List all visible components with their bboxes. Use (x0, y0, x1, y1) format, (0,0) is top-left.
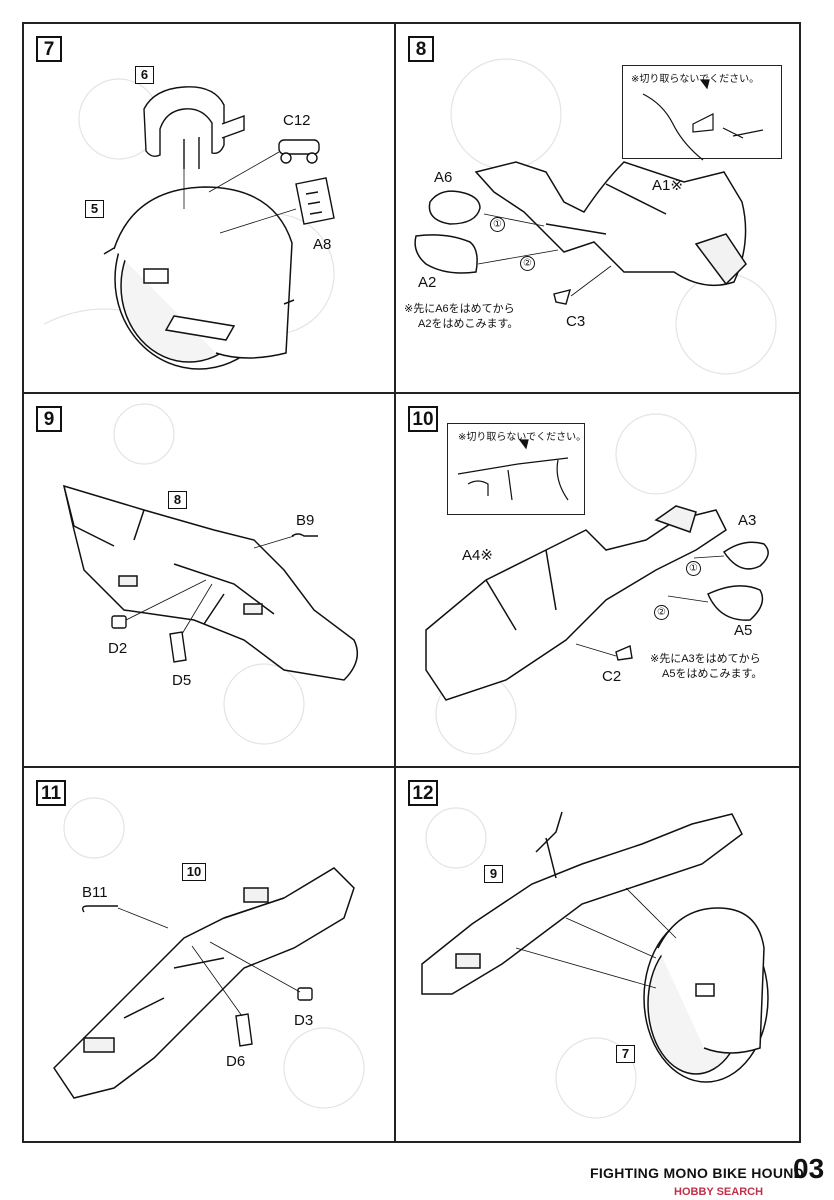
step-9-illustration (62, 403, 359, 745)
step-8-inset-drawing (642, 79, 764, 161)
part-label-c12: C12 (283, 112, 311, 129)
part-label-b9: B9 (296, 512, 315, 529)
step-10-note-line2: A5をはめこみます。 (662, 668, 763, 680)
step-7-panel: 7 6 5 C12 A8 (24, 24, 394, 392)
step-10-note-line1: ※先にA3をはめてから (650, 653, 761, 665)
step-7-number: 7 (36, 36, 62, 62)
panel-divider-row2 (22, 766, 801, 768)
panel-divider-vertical (394, 22, 396, 1143)
step-9-number: 9 (36, 406, 62, 432)
part-label-d2: D2 (108, 640, 128, 657)
step-7-illustration (43, 78, 335, 370)
part-label-a2: A2 (418, 274, 437, 291)
step-8-order-2: ② (520, 256, 535, 271)
step-12-ref-7: 7 (616, 1045, 635, 1063)
part-label-a8: A8 (313, 236, 332, 253)
part-label-a5: A5 (734, 622, 753, 639)
step-10-inset-note: ※切り取らないでください。 (458, 432, 587, 443)
step-12-illustration (421, 807, 769, 1119)
panel-divider-row1 (22, 392, 801, 394)
step-10-inset: ※切り取らないでください。 (447, 423, 587, 515)
step-8-order-1: ① (490, 217, 505, 232)
step-10-order-1: ① (686, 561, 701, 576)
page-number: 03 (793, 1153, 825, 1184)
part-label-a1: A1※ (652, 177, 683, 194)
step-8-panel: 8 ※切り取らないでください。 A6 A1※ A2 C3 ① ② ※先にA6をは… (396, 24, 799, 392)
step-10-number: 10 (408, 406, 438, 432)
step-9-panel: 9 8 B9 D2 D5 (24, 394, 394, 766)
step-8-illustration (414, 58, 777, 375)
step-10-illustration (425, 413, 769, 755)
step-12-panel: 12 9 7 (396, 768, 799, 1141)
step-11-panel: 11 10 B11 D3 D6 (24, 768, 394, 1141)
part-label-a6: A6 (434, 169, 453, 186)
step-8-inset-note: ※切り取らないでください。 (631, 74, 760, 85)
step-8-inset: ※切り取らないでください。 (622, 65, 782, 161)
instruction-sheet (22, 22, 801, 1143)
step-12-ref-9: 9 (484, 865, 503, 883)
part-label-d6: D6 (226, 1053, 246, 1070)
step-10-panel: 10 ※切り取らないでください。 A3 A4※ A5 C2 ① ② ※先にA3を… (396, 394, 799, 766)
step-12-number: 12 (408, 780, 438, 806)
step-8-note-line1: ※先にA6をはめてから (404, 303, 515, 315)
step-9-ref-8: 8 (168, 491, 187, 509)
product-title: FIGHTING MONO BIKE HOUND (590, 1165, 805, 1181)
part-label-a3: A3 (738, 512, 757, 529)
part-label-a4: A4※ (462, 547, 493, 564)
step-7-ref-6: 6 (135, 66, 154, 84)
part-label-c2: C2 (602, 668, 622, 685)
step-7-ref-5: 5 (85, 200, 104, 218)
step-10-inset-drawing (457, 439, 569, 501)
step-10-order-2: ② (654, 605, 669, 620)
step-11-illustration (53, 797, 365, 1109)
step-11-number: 11 (36, 780, 66, 806)
watermark: HOBBY SEARCH (674, 1186, 764, 1198)
part-label-b11: B11 (82, 884, 108, 901)
part-label-d5: D5 (172, 672, 192, 689)
part-label-c3: C3 (566, 313, 586, 330)
step-8-number: 8 (408, 36, 434, 62)
part-label-d3: D3 (294, 1012, 314, 1029)
step-11-ref-10: 10 (182, 863, 206, 881)
step-8-note-line2: A2をはめこみます。 (418, 318, 519, 330)
